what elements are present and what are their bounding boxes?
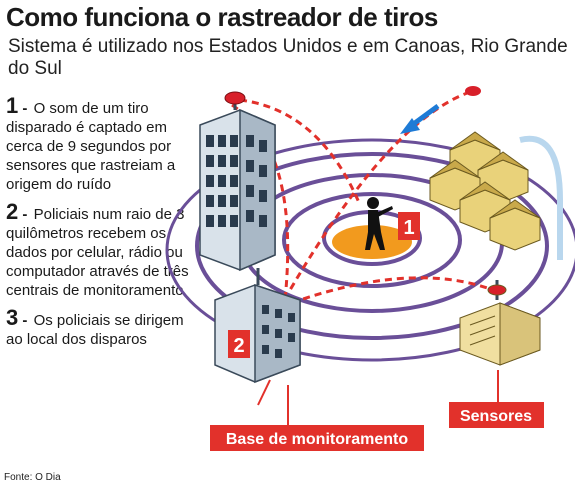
sensor-tower-icon — [224, 91, 246, 105]
marker-shot: 1 — [398, 212, 420, 240]
label-sensors: Sensores — [449, 402, 544, 428]
pipe-line — [519, 135, 563, 260]
title: Como funciona o rastreador de tiros — [6, 2, 438, 32]
step-3-number: 3 — [6, 305, 19, 330]
marker-shot-number: 1 — [403, 217, 414, 239]
step-2-text: Policiais num raio de 3 quilômetros rece… — [6, 206, 189, 299]
marker-base-number: 2 — [233, 335, 244, 357]
marker-base: 2 — [228, 330, 250, 358]
arrow-icon — [400, 103, 440, 134]
houses-cluster — [429, 131, 541, 251]
label-sensors-text: Sensores — [460, 408, 532, 425]
tower-building — [199, 91, 276, 272]
path-right-sensor-to-base — [299, 276, 499, 302]
label-base-text: Base de monitoramento — [226, 431, 408, 448]
base-building — [214, 268, 301, 406]
steps-list: 1 - O som de um tiro disparado é captado… — [6, 93, 194, 357]
step-1-text: O som de um tiro disparado é captado em … — [6, 100, 176, 193]
warehouse-cluster — [459, 280, 541, 366]
ring-4 — [195, 152, 549, 340]
step-2: 2 - Policiais num raio de 3 quilômetros … — [6, 199, 189, 300]
step-3-text: Os policiais se dirigem ao local dos dis… — [6, 312, 184, 348]
signal-paths — [231, 90, 499, 302]
ring-2 — [282, 192, 462, 288]
sensor-warehouse-icon — [487, 284, 507, 296]
ring-5 — [165, 138, 575, 362]
label-base: Base de monitoramento — [210, 425, 424, 451]
step-1: 1 - O som de um tiro disparado é captado… — [6, 93, 176, 194]
path-tower-to-base — [231, 103, 290, 301]
step-2-number: 2 — [6, 199, 19, 224]
step-1-number: 1 — [6, 93, 19, 118]
step-3: 3 - Os policiais se dirigem ao local dos… — [6, 305, 184, 349]
subtitle: Sistema é utilizado nos Estados Unidos e… — [8, 36, 568, 79]
sensor-house-icon — [465, 86, 481, 96]
path-tower-to-shot — [239, 98, 362, 206]
shooter-figure — [365, 197, 393, 250]
source-credit: Fonte: O Dia — [4, 472, 61, 483]
